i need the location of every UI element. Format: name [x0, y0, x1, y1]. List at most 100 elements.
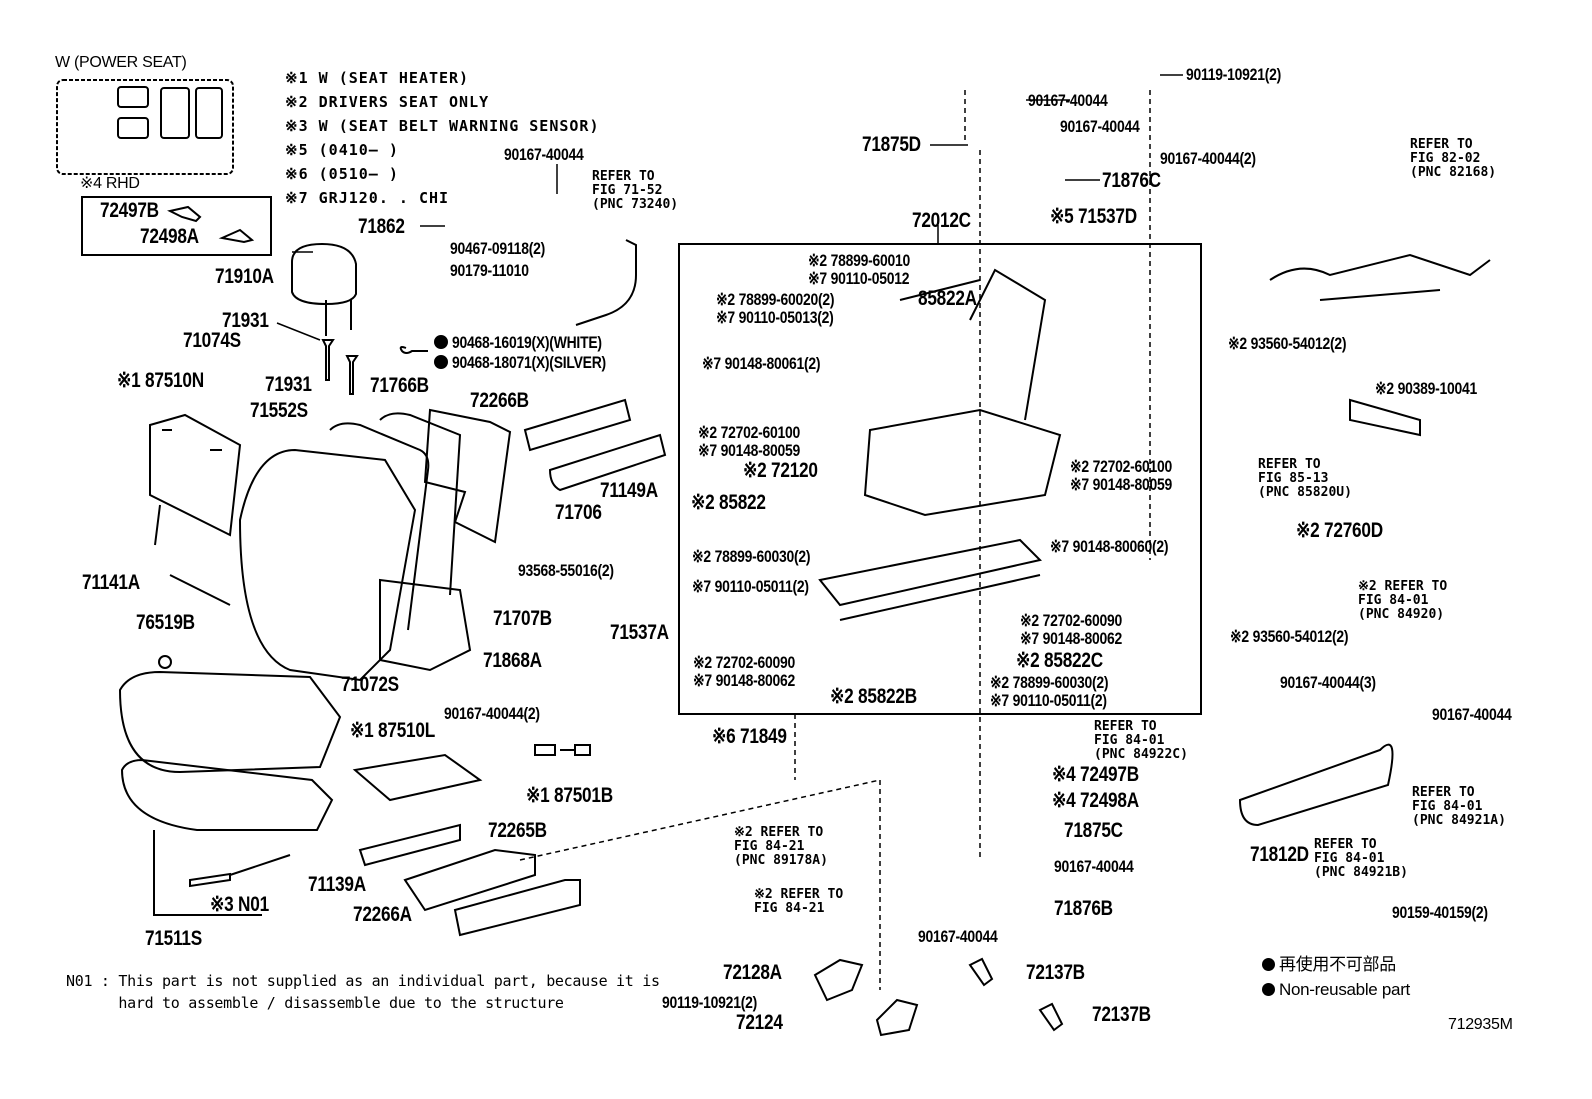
part-label[interactable]: 71706	[555, 501, 602, 524]
part-label[interactable]: 71812D	[1250, 843, 1309, 866]
part-label[interactable]: ※1 87510N	[117, 369, 204, 392]
part-label[interactable]: ※2 85822B	[830, 685, 917, 708]
part-label[interactable]: ※2 72702-60090	[693, 653, 796, 672]
part-label[interactable]: 71707B	[493, 607, 552, 630]
part-label[interactable]: ※2 78899-60010	[808, 251, 911, 270]
part-label[interactable]: 90167-40044	[918, 927, 998, 946]
part-label[interactable]: ※7 90148-80062	[693, 671, 796, 690]
part-label[interactable]: ※2 72702-60090	[1020, 611, 1123, 630]
part-label[interactable]: 90468-16019(X)(WHITE)	[452, 333, 602, 352]
part-label[interactable]: 71072S	[341, 673, 399, 696]
part-label[interactable]: ※2 90389-10041	[1375, 379, 1478, 398]
part-label[interactable]: ※2 78899-60030(2)	[990, 673, 1109, 692]
part-label[interactable]: ※4 72498A	[1052, 789, 1139, 812]
part-label[interactable]: 71862	[358, 215, 405, 238]
part-label[interactable]: 71931	[222, 309, 269, 332]
belt-sensor-n01-illustration	[189, 854, 291, 888]
part-label[interactable]: 72128A	[723, 961, 782, 984]
part-label[interactable]: 71766B	[370, 374, 429, 397]
part-label[interactable]: 90167-40044(3)	[1280, 673, 1376, 692]
part-label[interactable]: 72265B	[488, 819, 547, 842]
part-label[interactable]: 72266A	[353, 903, 412, 926]
part-label[interactable]: ※7 90110-05011(2)	[990, 691, 1107, 710]
frame-box-label[interactable]: 72012C	[912, 209, 971, 232]
part-label[interactable]: 71875D	[862, 133, 921, 156]
part-label[interactable]: 90167-40044	[504, 145, 584, 164]
part-label[interactable]: ※2 78899-60030(2)	[692, 547, 811, 566]
part-label[interactable]: 90167-40044	[1060, 117, 1140, 136]
part-label[interactable]: 71868A	[483, 649, 542, 672]
part-label[interactable]: 76519B	[136, 611, 195, 634]
part-label[interactable]: 71141A	[82, 571, 140, 594]
part-label[interactable]: 71931	[265, 373, 312, 396]
part-label[interactable]: ※7 90148-80061(2)	[702, 354, 821, 373]
part-label[interactable]: ※6 71849	[712, 725, 787, 748]
part-label[interactable]: ※3 N01	[210, 893, 269, 916]
part-label[interactable]: 90167-40044(2)	[1160, 149, 1256, 168]
part-label[interactable]: ※2 78899-60020(2)	[716, 290, 835, 309]
part-label[interactable]: 71139A	[308, 873, 366, 896]
part-label[interactable]: 72266B	[470, 389, 529, 412]
part-label[interactable]: 85822A	[918, 287, 977, 310]
part-label[interactable]: ※1 87510L	[350, 719, 435, 742]
part-label[interactable]: 90167-40044	[1432, 705, 1512, 724]
part-label[interactable]: 72497B	[100, 199, 159, 222]
part-label[interactable]: ※5 71537D	[1050, 205, 1137, 228]
part-label[interactable]: 71875C	[1064, 819, 1123, 842]
part-label[interactable]: ※2 72120	[743, 459, 818, 482]
part-label[interactable]: 90468-18071(X)(SILVER)	[452, 353, 606, 372]
dashed-guides	[519, 90, 1151, 990]
part-label[interactable]: 71149A	[600, 479, 658, 502]
part-label[interactable]: 93568-55016(2)	[518, 561, 614, 580]
part-label[interactable]: 72137B	[1026, 961, 1085, 984]
part-label[interactable]: ※7 90110-05013(2)	[716, 308, 834, 327]
part-label[interactable]: ※2 85822	[691, 491, 766, 514]
part-label[interactable]: 72124	[736, 1011, 783, 1034]
part-label[interactable]: ※7 90110-05012	[808, 269, 910, 288]
part-label[interactable]: 71552S	[250, 399, 308, 422]
part-label[interactable]: ※1 87501B	[526, 784, 613, 807]
part-label[interactable]: 90179-11010	[450, 261, 529, 280]
part-label[interactable]: ※2 72702-60100	[698, 423, 801, 442]
part-label[interactable]: ※2 72702-60100	[1070, 457, 1173, 476]
part-label[interactable]: 90167-40044	[1028, 91, 1108, 110]
part-label[interactable]: ※7 90148-80059	[698, 441, 801, 460]
seatbelt-buckle-illustration	[575, 239, 637, 326]
part-label[interactable]: ※2 93560-54012(2)	[1228, 334, 1347, 353]
part-label[interactable]: 71074S	[183, 329, 241, 352]
part-label[interactable]: 90167-40044(2)	[444, 704, 540, 723]
part-label[interactable]: ※7 90148-80059	[1070, 475, 1173, 494]
part-label[interactable]: ※7 90110-05011(2)	[692, 577, 809, 596]
reference-line: FIG 84-01	[1094, 733, 1165, 748]
part-label[interactable]: 72137B	[1092, 1003, 1151, 1026]
part-label[interactable]: 71910A	[215, 265, 274, 288]
bolt-71931-b	[345, 355, 359, 395]
reference-line: (PNC 84920)	[1358, 607, 1445, 622]
part-label[interactable]: 90119-10921(2)	[1186, 65, 1282, 84]
part-label[interactable]: 71876B	[1054, 897, 1113, 920]
part-label[interactable]: ※4 72497B	[1052, 763, 1139, 786]
part-label[interactable]: 72498A	[140, 225, 199, 248]
non-reusable-dot-icon	[1262, 958, 1275, 971]
part-label[interactable]: 90167-40044	[1054, 857, 1134, 876]
part-label[interactable]: ※7 90148-80062	[1020, 629, 1123, 648]
part-label[interactable]: 90159-40159(2)	[1392, 903, 1488, 922]
part-label[interactable]: ※2 93560-54012(2)	[1230, 627, 1349, 646]
part-label[interactable]: ※7 90148-80060(2)	[1050, 537, 1169, 556]
part-label[interactable]: 71537A	[610, 621, 669, 644]
part-label[interactable]: 71511S	[145, 927, 202, 950]
part-label[interactable]: ※2 85822C	[1016, 649, 1103, 672]
part-label[interactable]: ※2 72760D	[1296, 519, 1383, 542]
part-label[interactable]: 71876C	[1102, 169, 1161, 192]
part-label[interactable]: 90467-09118(2)	[450, 239, 546, 258]
part-label[interactable]: 90119-10921(2)	[662, 993, 758, 1012]
